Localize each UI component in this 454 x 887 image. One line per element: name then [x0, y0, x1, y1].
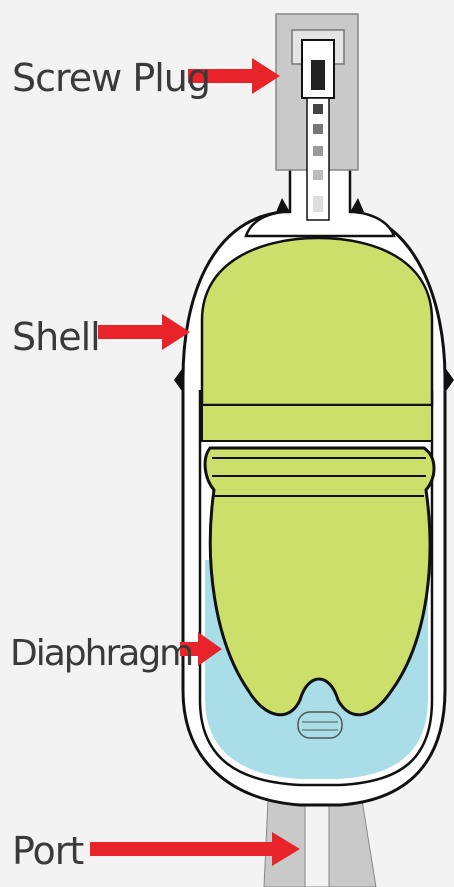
- label-diaphragm: Diaphragm: [10, 633, 192, 674]
- label-shell: Shell: [12, 315, 100, 359]
- neck-bead-right: [350, 198, 364, 212]
- label-screw-plug: Screw Plug: [12, 56, 210, 100]
- gas-chamber: [202, 238, 432, 405]
- shell-weld-left: [174, 366, 184, 394]
- shell-weld-right: [444, 366, 454, 394]
- neck-bead-left: [276, 198, 290, 212]
- label-port: Port: [12, 829, 83, 873]
- diaphragm-body: [205, 448, 434, 715]
- arrow-shell: [98, 314, 190, 350]
- gas-chamber-band: [202, 405, 432, 441]
- diaphragm-button: [298, 712, 342, 738]
